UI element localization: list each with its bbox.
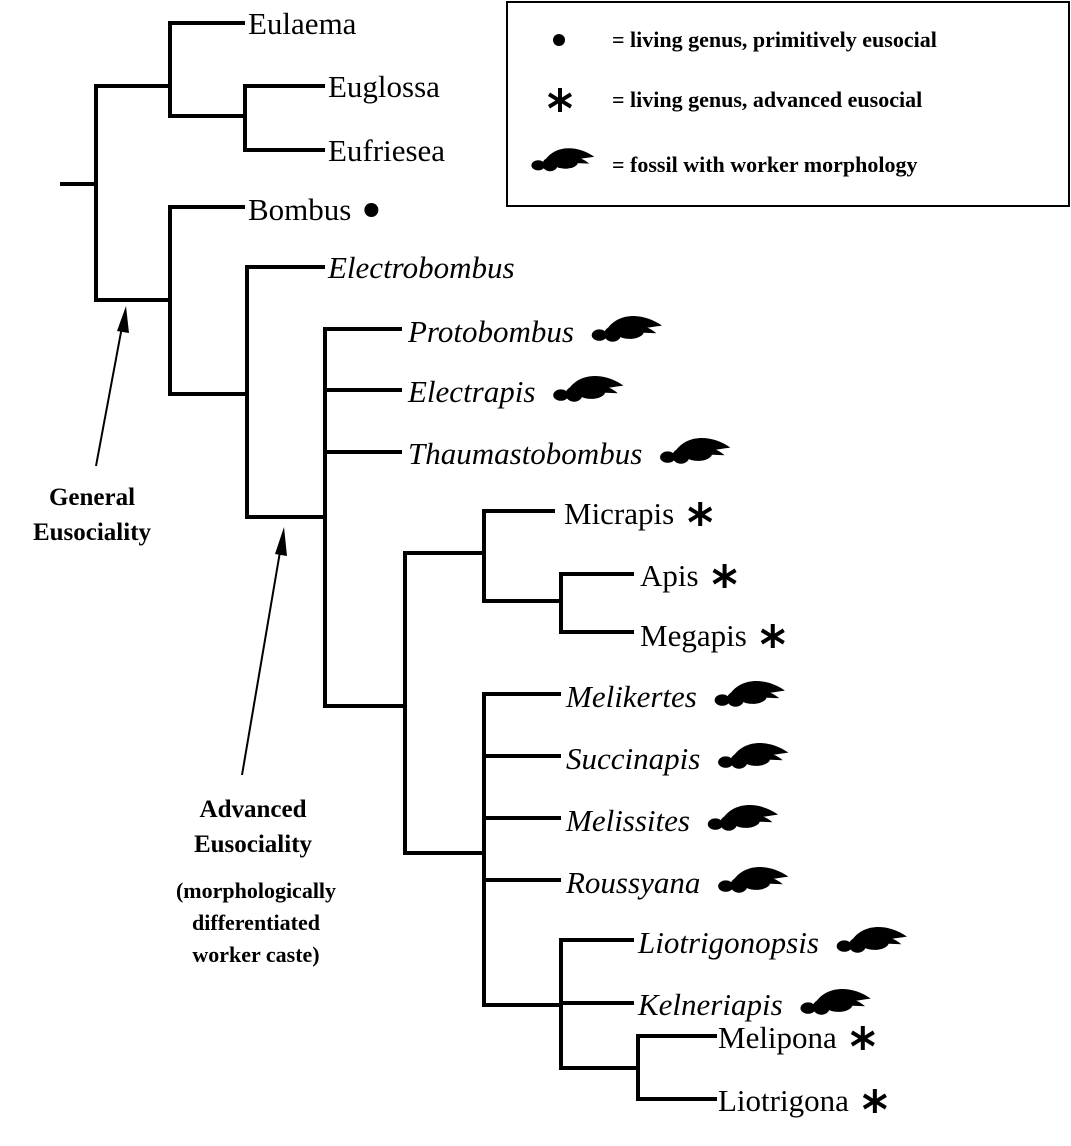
- taxon-label-eulaema: Eulaema: [248, 6, 357, 41]
- legend-label-asterisk: = living genus, advanced eusocial: [612, 87, 922, 112]
- asterisk-marker-liotrigona: [862, 1089, 887, 1113]
- dot-marker-bombus: [364, 203, 379, 217]
- bee-fossil-icon-roussyana: [712, 867, 789, 907]
- taxon-label-melissites: Melissites: [565, 803, 690, 838]
- advanced-eusociality-arrowhead: [275, 527, 287, 556]
- taxon-label-kelneriapis: Kelneriapis: [637, 987, 783, 1022]
- advanced-eusociality-label-line1: Advanced: [200, 796, 307, 823]
- taxon-label-protobombus: Protobombus: [407, 314, 574, 349]
- taxon-label-melipona: Melipona: [718, 1020, 837, 1055]
- taxon-label-euglossa: Euglossa: [328, 69, 440, 104]
- asterisk-marker-micrapis: [688, 502, 713, 526]
- legend-box: [506, 1, 1070, 207]
- bee-fossil-icon-melikertes: [708, 681, 785, 721]
- bee-fossil-icon-protobombus: [586, 316, 663, 356]
- bee-fossil-icon-thaumastobombus: [654, 438, 731, 478]
- general-eusociality-arrowhead: [117, 306, 129, 333]
- advanced-eusociality-annotation: Advanced Eusociality (morphologically di…: [176, 527, 336, 967]
- taxon-label-megapis: Megapis: [640, 618, 747, 653]
- taxon-label-electrapis: Electrapis: [407, 374, 535, 409]
- advanced-note-line2: differentiated: [192, 910, 320, 935]
- advanced-note-line3: worker caste): [192, 942, 319, 967]
- taxon-label-liotrigona: Liotrigona: [718, 1083, 849, 1118]
- legend-dot-symbol: [553, 34, 565, 46]
- bee-fossil-icon-melissites: [702, 805, 779, 845]
- taxon-label-roussyana: Roussyana: [565, 865, 700, 900]
- advanced-eusociality-label-line2: Eusociality: [194, 831, 313, 858]
- bee-fossil-icon-electrapis: [547, 376, 624, 416]
- asterisk-marker-apis: [712, 564, 737, 588]
- asterisk-marker-megapis: [760, 624, 785, 648]
- tree-branches: [60, 21, 717, 1101]
- legend-label-fossil: = fossil with worker morphology: [612, 152, 917, 177]
- taxon-label-apis: Apis: [640, 558, 699, 593]
- legend: = living genus, primitively eusocial = l…: [506, 1, 1070, 207]
- taxon-label-eufriesea: Eufriesea: [328, 133, 445, 168]
- taxon-label-succinapis: Succinapis: [566, 741, 700, 776]
- legend-label-dot: = living genus, primitively eusocial: [612, 27, 937, 52]
- general-eusociality-label-line2: Eusociality: [33, 519, 152, 546]
- general-eusociality-arrow: [95, 315, 125, 467]
- general-eusociality-label-line1: General: [49, 484, 135, 511]
- taxon-label-liotrigonopsis: Liotrigonopsis: [637, 925, 819, 960]
- taxon-label-melikertes: Melikertes: [565, 679, 697, 714]
- asterisk-marker-melipona: [850, 1026, 875, 1050]
- bee-fossil-icon-liotrigonopsis: [830, 927, 907, 967]
- bee-fossil-icon-succinapis: [712, 743, 789, 783]
- advanced-eusociality-arrow: [241, 539, 283, 776]
- taxon-label-electrobombus: Electrobombus: [327, 250, 515, 285]
- taxon-labels: EulaemaEuglossaEufrieseaBombusElectrobom…: [248, 6, 907, 1118]
- taxon-label-thaumastobombus: Thaumastobombus: [408, 436, 642, 471]
- advanced-note-line1: (morphologically: [176, 878, 336, 903]
- taxon-label-bombus: Bombus: [248, 192, 351, 227]
- taxon-label-micrapis: Micrapis: [564, 496, 674, 531]
- general-eusociality-annotation: General Eusociality: [33, 306, 152, 546]
